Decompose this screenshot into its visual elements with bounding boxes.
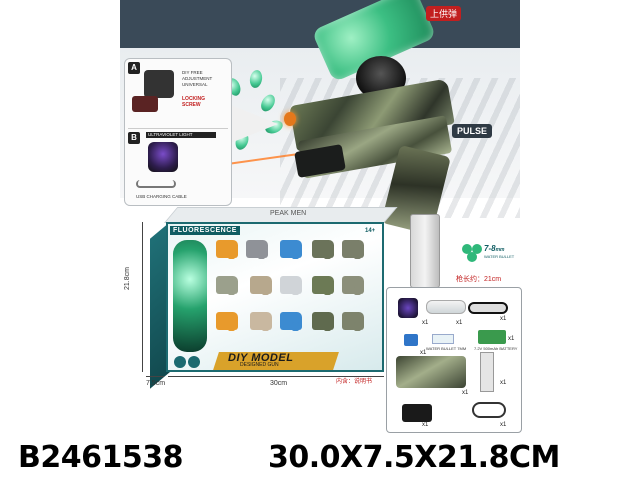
beads-pack-label: WATER BULLET 7MM bbox=[426, 346, 467, 351]
gun-accessory bbox=[396, 356, 466, 388]
beads-pack-accessory bbox=[432, 334, 454, 344]
package-size: 30.0X7.5X21.8CM bbox=[268, 440, 560, 475]
screw-image bbox=[132, 96, 158, 112]
step-a-text: DIY FREE ADJUSTMENT UNIVERSAL bbox=[182, 70, 213, 87]
width-dimension-line bbox=[168, 376, 384, 377]
panel-divider bbox=[128, 128, 228, 129]
goggles-accessory bbox=[468, 302, 508, 314]
box-feature-icon bbox=[174, 356, 186, 368]
accessory-count: x1 bbox=[456, 320, 463, 326]
box-feature-icon bbox=[188, 356, 200, 368]
uv-light-label: ULTRAVIOLET LIGHT bbox=[146, 132, 216, 138]
box-gun-thumbnail bbox=[216, 240, 238, 259]
bead-size-badge: 7-8mm bbox=[484, 244, 504, 253]
box-gun-thumbnail bbox=[250, 312, 272, 331]
battery-label: 7.2V 500mAh BATTERY bbox=[474, 346, 518, 351]
gun-magazine-image bbox=[410, 214, 440, 288]
box-gun-thumbnail bbox=[312, 240, 334, 259]
height-dimension: 21.8cm bbox=[124, 267, 131, 290]
accessory-count: x1 bbox=[500, 380, 507, 386]
bead-type-label: WATER BULLET bbox=[484, 254, 515, 259]
cable-accessory bbox=[472, 402, 506, 418]
uv-light-image bbox=[148, 142, 178, 172]
pulse-badge: PULSE bbox=[452, 124, 493, 138]
age-label: 14+ bbox=[365, 228, 376, 234]
depth-dimension-line bbox=[146, 376, 164, 377]
height-dimension-line bbox=[142, 222, 143, 372]
box-gun-thumbnail bbox=[342, 312, 364, 331]
box-gun-thumbnail bbox=[246, 240, 268, 259]
box-top-label: PEAK MEN bbox=[270, 210, 307, 217]
bead-size: 7-8 bbox=[484, 244, 496, 253]
beads-accessory bbox=[404, 334, 418, 346]
muzzle-light bbox=[284, 112, 296, 126]
diy-model-subtitle: DESIGNED GUN bbox=[240, 362, 279, 368]
step-b-tag: B bbox=[128, 132, 140, 144]
box-glow-window bbox=[173, 240, 207, 352]
locking-screw-label: LOCKING SCREW bbox=[182, 96, 206, 108]
tactical-light-accessory bbox=[402, 404, 432, 422]
battery-accessory bbox=[478, 330, 506, 344]
box-gun-thumbnail bbox=[312, 276, 334, 295]
box-gun-thumbnail bbox=[342, 276, 364, 295]
box-gun-thumbnail bbox=[312, 312, 334, 331]
box-gun-thumbnail bbox=[280, 312, 302, 331]
box-gun-thumbnail bbox=[250, 276, 272, 295]
callout-pointer bbox=[228, 104, 278, 144]
accessory-count: x1 bbox=[500, 422, 507, 428]
accessory-count: x1 bbox=[508, 336, 515, 342]
gun-length-label: 枪长约：21cm bbox=[456, 276, 502, 283]
depth-dimension: 7.5cm bbox=[146, 380, 166, 387]
box-gun-thumbnail bbox=[216, 312, 238, 331]
step-a-tag: A bbox=[128, 62, 140, 74]
usb-cable-label: USB CHARGING CABLE bbox=[136, 194, 187, 199]
diy-model-title: DIY MODEL bbox=[228, 352, 294, 364]
width-dimension: 30cm bbox=[270, 380, 288, 387]
fluorescence-label: FLUORESCENCE bbox=[170, 226, 240, 235]
bead-unit: mm bbox=[495, 247, 505, 253]
magazine-accessory bbox=[480, 352, 494, 392]
accessory-count: x1 bbox=[500, 316, 507, 322]
accessory-count: x1 bbox=[422, 422, 429, 428]
usb-cable-image bbox=[136, 180, 176, 188]
box-gun-thumbnail bbox=[342, 240, 364, 259]
item-code: B2461538 bbox=[18, 440, 183, 475]
box-gun-thumbnail bbox=[280, 276, 302, 295]
accessory-count: x1 bbox=[462, 390, 469, 396]
uv-light-accessory bbox=[398, 298, 418, 318]
adapter-image bbox=[144, 70, 174, 98]
box-gun-thumbnail bbox=[280, 240, 302, 259]
contents-note: 内含：说明书 bbox=[336, 379, 373, 385]
accessory-count: x1 bbox=[422, 320, 429, 326]
box-gun-thumbnail bbox=[216, 276, 238, 295]
accessory-count: x1 bbox=[420, 350, 427, 356]
beads-icon bbox=[462, 244, 472, 254]
tank-accessory bbox=[426, 300, 466, 314]
tank-label: 上供弹 bbox=[426, 6, 462, 21]
